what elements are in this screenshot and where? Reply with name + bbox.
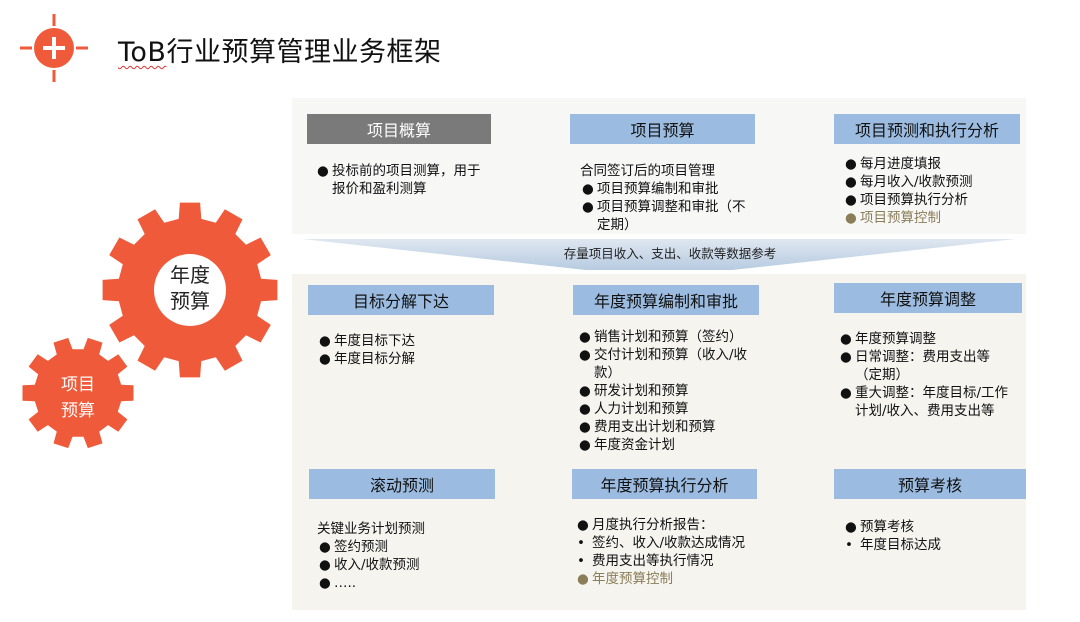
list-intro: 关键业务计划预测 bbox=[317, 521, 425, 537]
card-execution-analysis-body: ●月度执行分析报告： •签约、收入/收款达成情况 •费用支出等执行情况 ●年度预… bbox=[575, 516, 755, 588]
down-chevron-arrow bbox=[302, 239, 1016, 270]
card-rolling-forecast-title: 滚动预测 bbox=[309, 469, 495, 499]
list-item: ●年度预算调整 bbox=[840, 331, 936, 347]
list-item: •年度目标达成 bbox=[845, 537, 941, 553]
list-item: •签约、收入/收款达成情况 bbox=[577, 535, 746, 551]
list-item: ●项目预算编制和审批 bbox=[582, 181, 719, 197]
card-budget-assessment-body: ●预算考核 •年度目标达成 bbox=[843, 518, 1018, 554]
card-annual-adjustment-body: ●年度预算调整 ●日常调整：费用支出等（定期） ●重大调整：年度目标/工作计划/… bbox=[838, 330, 1016, 420]
list-item: ●每月进度填报 bbox=[845, 156, 941, 172]
gear-large-label: 年度预算 bbox=[170, 263, 210, 313]
list-item: ●人力计划和预算 bbox=[579, 401, 689, 417]
list-item-highlight: ●项目预算控制 bbox=[845, 210, 941, 226]
list-item: ●年度目标下达 bbox=[319, 333, 415, 349]
card-rolling-forecast-body: 关键业务计划预测 ●签约预测 ●收入/收款预测 ●….. bbox=[317, 520, 492, 592]
list-item: ●项目预算执行分析 bbox=[845, 192, 968, 208]
list-item: ●预算考核 bbox=[845, 519, 914, 535]
gear-small-label: 项目预算 bbox=[61, 375, 95, 421]
card-annual-budgeting-title: 年度预算编制和审批 bbox=[573, 285, 759, 315]
gear-small-body bbox=[22, 337, 134, 449]
list-item: ●交付计划和预算（收入/收款） bbox=[579, 347, 748, 381]
card-project-budget-title: 项目预算 bbox=[570, 114, 755, 144]
card-annual-adjustment-title: 年度预算调整 bbox=[834, 283, 1022, 313]
list-item: ●….. bbox=[319, 575, 357, 591]
card-project-budget-body: 合同签订后的项目管理 ●项目预算编制和审批 ●项目预算调整和审批（不定期） bbox=[580, 162, 750, 234]
card-project-forecast-title: 项目预测和执行分析 bbox=[834, 114, 1020, 144]
card-project-forecast-body: ●每月进度填报 ●每月收入/收款预测 ●项目预算执行分析 ●项目预算控制 bbox=[843, 155, 1018, 227]
gear-icon-large bbox=[102, 202, 278, 378]
arrow-label: 存量项目收入、支出、收款等数据参考 bbox=[563, 246, 777, 261]
gear-large-hub bbox=[154, 254, 226, 326]
list-item: ●每月收入/收款预测 bbox=[845, 174, 973, 190]
list-item: ●重大调整：年度目标/工作计划/收入、费用支出等 bbox=[840, 385, 1009, 419]
list-item: ●投标前的项目测算，用于报价和盈利测算 bbox=[317, 163, 481, 197]
card-project-estimate-body: ●投标前的项目测算，用于报价和盈利测算 bbox=[315, 162, 490, 198]
card-target-breakdown-title: 目标分解下达 bbox=[308, 285, 494, 315]
list-item: ●签约预测 bbox=[319, 539, 388, 555]
list-item: ●年度目标分解 bbox=[319, 351, 415, 367]
list-item: •费用支出等执行情况 bbox=[577, 553, 714, 569]
list-item: ●研发计划和预算 bbox=[579, 383, 689, 399]
gear-icon-small bbox=[22, 337, 134, 449]
card-project-estimate-title: 项目概算 bbox=[307, 114, 491, 144]
card-target-breakdown-body: ●年度目标下达 ●年度目标分解 bbox=[317, 332, 492, 368]
list-item: ●收入/收款预测 bbox=[319, 557, 420, 573]
bottom-panel bbox=[292, 274, 1026, 610]
list-item: ●年度资金计划 bbox=[579, 437, 675, 453]
card-budget-assessment-title: 预算考核 bbox=[834, 469, 1026, 499]
list-item-highlight: ●年度预算控制 bbox=[577, 571, 673, 587]
list-item: ●销售计划和预算（签约） bbox=[579, 329, 743, 345]
list-item: ●日常调整：费用支出等（定期） bbox=[840, 349, 990, 383]
list-intro: 合同签订后的项目管理 bbox=[580, 163, 715, 179]
list-item: ●项目预算调整和审批（不定期） bbox=[582, 199, 746, 233]
card-execution-analysis-title: 年度预算执行分析 bbox=[572, 469, 757, 499]
page-title: ToB行业预算管理业务框架 bbox=[118, 37, 442, 68]
card-annual-budgeting-body: ●销售计划和预算（签约） ●交付计划和预算（收入/收款） ●研发计划和预算 ●人… bbox=[577, 328, 755, 454]
list-item: ●费用支出计划和预算 bbox=[579, 419, 716, 435]
list-item: ●月度执行分析报告： bbox=[577, 517, 714, 533]
crosshair-plus-icon bbox=[20, 14, 88, 82]
